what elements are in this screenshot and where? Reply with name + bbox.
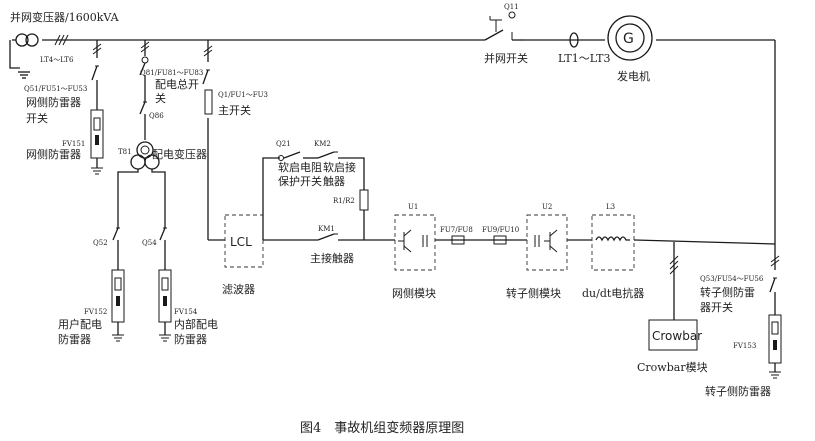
crowbar-box — [648, 319, 698, 351]
user-arrester-label-2: 防雷器 — [58, 332, 91, 346]
user-arrester-label-1: 用户配电 — [58, 317, 102, 331]
dist-main-switch-label-2: 关 — [155, 91, 166, 105]
q21-label: Q21 — [276, 140, 291, 148]
figure-caption: 图4 事故机组变频器原理图 — [300, 420, 464, 436]
softstart-protect-label-1: 软启电阻 — [278, 160, 322, 174]
lt4-lt6-ct-symbol — [54, 34, 69, 46]
q11-grid-switch-symbol — [484, 11, 525, 41]
q53-label: Q53/FU54～FU56 — [700, 275, 764, 283]
fv152-arrester-symbol — [111, 269, 125, 342]
r1r2-label: R1/R2 — [333, 197, 355, 205]
dist-transformer-label: 配电变压器 — [152, 147, 207, 161]
grid-transformer-symbol — [9, 33, 39, 79]
u2-label: U2 — [542, 203, 552, 211]
fu9-fu10-fuse-symbol — [493, 235, 507, 245]
q51-switch-symbol — [91, 40, 102, 110]
l3-label: L3 — [606, 203, 615, 211]
u1-label: U1 — [408, 203, 418, 211]
grid-module-label: 网侧模块 — [392, 287, 436, 300]
q52-label: Q52 — [93, 239, 108, 247]
softstart-protect-label-2: 保护开关 — [278, 174, 322, 188]
l3-to-bus-wire — [633, 239, 776, 245]
q81-label: Q81/FU81～FU83 — [140, 69, 203, 77]
generator-label: 发电机 — [617, 69, 650, 83]
softstart-contactor-label-1: 软启接 — [323, 160, 356, 174]
fu9-fu10-label: FU9/FU10 — [482, 226, 519, 234]
l3-coil-symbol — [595, 236, 630, 242]
fv154-label: FV154 — [174, 308, 198, 316]
km2-contactor-symbol — [317, 151, 365, 190]
generator-inner-circle — [615, 23, 645, 53]
fv153-label: FV153 — [733, 342, 756, 350]
lt1-lt3-label: LT1～LT3 — [558, 52, 611, 65]
q86-label: Q86 — [149, 112, 164, 120]
filter-label: 滤波器 — [222, 283, 255, 296]
t81-output-wire-2 — [151, 169, 166, 228]
t81-output-wire — [117, 169, 139, 228]
crowbar-branch-symbol — [669, 242, 679, 320]
l3-reactor-box — [591, 214, 635, 271]
q52-switch-symbol — [112, 227, 120, 270]
km2-label: KM2 — [314, 140, 331, 148]
lcl-label: LCL — [230, 235, 252, 249]
q21-switch-symbol — [278, 151, 318, 161]
q54-label: Q54 — [142, 239, 157, 247]
internal-arrester-label-1: 内部配电 — [174, 317, 218, 331]
grid-arrester-label: 网侧防雷器 — [26, 147, 81, 161]
dist-main-switch-label-1: 配电总开 — [155, 77, 199, 91]
rotor-arrester-switch-label-2: 器开关 — [700, 300, 733, 314]
fu7-fu8-label: FU7/FU8 — [440, 226, 473, 234]
crowbar-box-label: Crowbar — [652, 329, 702, 343]
lt4-lt6-label: LT4～LT6 — [40, 56, 74, 64]
fv154-arrester-symbol — [158, 269, 172, 342]
u2-igbt-symbol — [534, 229, 558, 253]
q53-switch-symbol — [769, 244, 780, 315]
main-contactor-label: 主接触器 — [310, 251, 354, 265]
grid-arrester-switch-label-1: 网侧防雷器 — [26, 95, 81, 109]
grid-arrester-switch-label-2: 开关 — [26, 111, 48, 125]
grid-switch-label: 并网开关 — [484, 51, 528, 65]
u2-module-box — [526, 214, 568, 271]
rotor-arrester-label: 转子侧防雷器 — [705, 384, 771, 398]
lt1-lt3-ct-symbol — [569, 32, 579, 48]
q54-switch-symbol — [159, 227, 167, 270]
fu7-fu8-fuse-symbol — [451, 235, 465, 245]
r1r2-resistor-symbol — [359, 189, 369, 240]
dudt-reactor-label: du/dt电抗器 — [582, 286, 644, 300]
generator-symbol-g: G — [623, 31, 634, 47]
q1-main-switch-symbol — [202, 40, 225, 241]
rotor-arrester-switch-label-1: 转子侧防雷 — [700, 285, 755, 299]
fv153-arrester-symbol — [768, 314, 782, 379]
u1-module-box — [394, 214, 436, 271]
q1-label: Q1/FU1～FU3 — [218, 91, 268, 99]
km1-label: KM1 — [318, 225, 335, 233]
softstart-wire — [262, 157, 280, 240]
softstart-contactor-label-2: 触器 — [323, 174, 345, 188]
grid-transformer-label: 并网变压器/1600kVA — [10, 10, 120, 24]
fv151-arrester-symbol — [90, 109, 104, 175]
u1-igbt-symbol — [398, 229, 428, 253]
q86-switch-symbol — [139, 101, 147, 140]
crowbar-module-label: Crowbar模块 — [637, 361, 708, 374]
rotor-module-label: 转子侧模块 — [506, 286, 561, 300]
km1-contactor-symbol — [263, 233, 395, 241]
t81-label: T81 — [118, 148, 132, 156]
q11-label: Q11 — [504, 3, 519, 11]
fv151-label: FV151 — [62, 140, 85, 148]
q81-switch-symbol — [139, 40, 150, 102]
generator-outer-circle — [607, 15, 653, 61]
lcl-filter-box — [224, 214, 264, 268]
main-switch-label: 主开关 — [218, 103, 251, 117]
q51-label: Q51/FU51～FU53 — [24, 85, 87, 93]
fv152-label: FV152 — [84, 308, 107, 316]
internal-arrester-label-2: 防雷器 — [174, 332, 207, 346]
